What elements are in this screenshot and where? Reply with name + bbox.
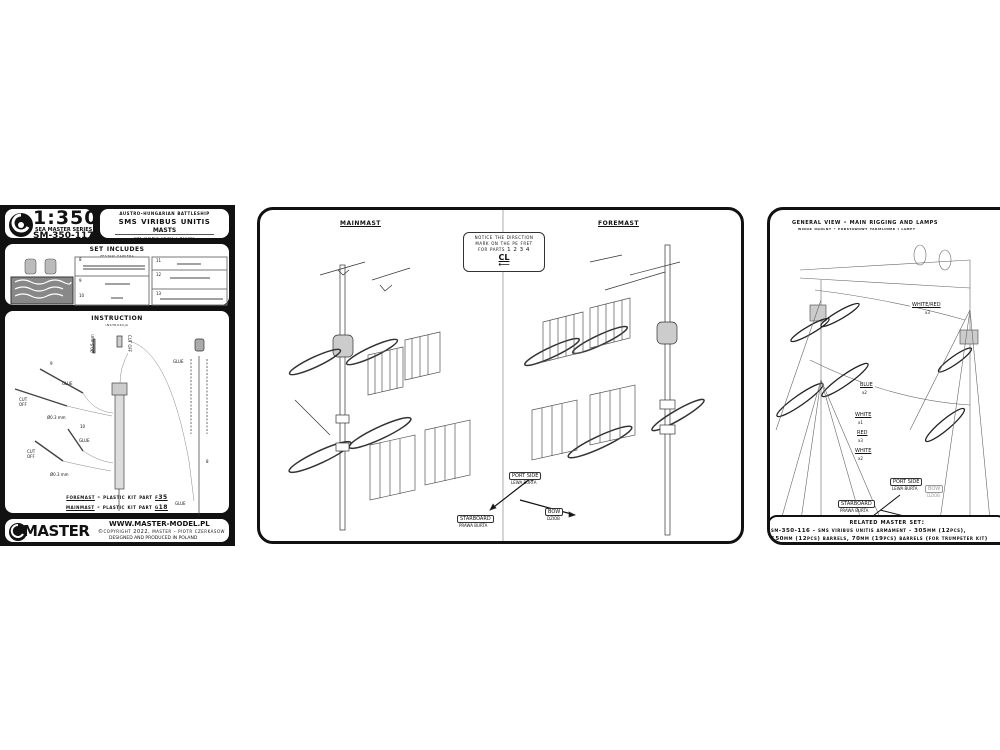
cut-off-label: CUT OFF — [19, 397, 28, 407]
part-10-callout: 10 — [80, 424, 86, 429]
mainmast-kit-part: Mainmast - plastic kit part G18 — [5, 504, 229, 511]
port-side-pl: LEWA BURTA — [892, 486, 918, 491]
diameter-label: Ø0.5 mm — [89, 334, 95, 353]
divider — [115, 234, 214, 235]
related-line: SM-350-116 - SMS Viribus Unitis armament… — [771, 528, 967, 534]
scale-text: 1:350 — [33, 207, 99, 229]
cut-off-label: CUT OFF — [27, 449, 36, 459]
bow-label: BOW — [545, 508, 564, 516]
glue-label: GLUE — [62, 381, 73, 386]
lamp-label-white: WHITE — [853, 448, 874, 454]
lamp-count: x3 — [858, 438, 863, 443]
starboard-label: STARBOARD — [838, 500, 875, 508]
glue-label: GLUE — [173, 359, 184, 364]
part-8: 8 — [79, 257, 82, 262]
notice-line: for parts 1 2 3 4 — [478, 247, 530, 253]
part-12: 12 — [156, 272, 162, 277]
mainmast-name: Mainmast — [66, 504, 95, 511]
part-11: 11 — [156, 258, 162, 263]
port-side-pl: LEWA BURTA — [511, 480, 537, 485]
cl-mark: CL — [498, 253, 510, 262]
part-13: 13 — [156, 291, 162, 296]
mainmast-part: G18 — [154, 504, 168, 511]
instruction-drawing — [14, 335, 208, 516]
foremast-heading: Foremast — [598, 218, 639, 228]
lamp-label-red: RED — [855, 430, 870, 436]
bow-pl: DZIÓB — [927, 493, 940, 498]
notice-line: mark on the PE fret — [475, 241, 533, 247]
kit-part-text: - plastic kit part — [94, 494, 156, 501]
lamp-label-white: WHITE — [853, 412, 874, 418]
arrow-left-icon: ⟵ — [498, 260, 510, 269]
related-title: Related MASTER set: — [849, 518, 925, 526]
ship-title: SMS Viribus Unitis — [118, 216, 211, 227]
lamp-label-white-red: WHITE/RED — [910, 302, 943, 308]
foremast-name: Foremast — [66, 494, 95, 501]
part-9-callout: 9 — [50, 361, 53, 366]
pe-fret-icon — [10, 276, 74, 305]
lamp-parts-icon — [24, 258, 57, 275]
foremast-part: F35 — [155, 494, 168, 501]
starboard-label: STARBOARD — [457, 515, 494, 523]
notice-box: Notice the direction mark on the PE fret… — [463, 232, 545, 272]
bow-label: BOW — [925, 485, 944, 493]
left-panel-cover: 1:350 SEA MASTER SERIES SM-350-117 Austr… — [0, 205, 235, 546]
master-swirl-logo-icon — [9, 523, 27, 541]
rigging-drawing — [775, 244, 991, 531]
subtitle: Austro-Hungarian battleship — [119, 211, 210, 217]
website: WWW.MASTER-MODEL.PL — [109, 520, 210, 528]
pe-fret-image — [10, 256, 228, 306]
lamp-label-blue: BLUE — [858, 382, 875, 388]
set-includes-box: Set includes Zestaw zawiera 8 9 10 11 12 — [3, 242, 231, 307]
instruction-heading: Instruction — [91, 313, 143, 322]
part-9: 9 — [79, 278, 82, 283]
foremast-drawing — [489, 244, 705, 536]
glue-label: GLUE — [175, 501, 186, 506]
related-set-box: Related MASTER set: SM-350-116 - SMS Vir… — [770, 515, 1000, 542]
part-8-callout: 8 — [206, 459, 209, 464]
port-side-label: PORT SIDE — [890, 478, 923, 486]
scale-box: 1:350 SEA MASTER SERIES SM-350-117 — [3, 207, 99, 241]
kit-part-text: - plastic kit part — [94, 504, 155, 511]
masts-drawing — [288, 210, 705, 541]
general-view-panel: General view - main rigging and lamps Wi… — [767, 207, 1000, 545]
product-code: SM-350-117 — [33, 231, 94, 241]
polish-subtitle: SMS Viribus Unitis - MASZTY — [134, 235, 195, 240]
related-line: 150mm (12pcs) barrels, 70mm (19pcs) barr… — [771, 536, 988, 542]
foremast-kit-part: Foremast - plastic kit part F35 — [5, 494, 229, 501]
brand-logo: MASTER — [23, 522, 90, 540]
port-side-label: PORT SIDE — [509, 472, 542, 480]
mainmast-heading: Mainmast — [340, 218, 381, 228]
cut-off-label: CUT OFF — [127, 334, 133, 353]
series-text: SEA MASTER SERIES — [35, 227, 93, 233]
mainmast-drawing — [288, 261, 471, 531]
general-view-title: General view - main rigging and lamps — [792, 218, 938, 226]
lamp-count: x1 — [858, 420, 863, 425]
lamp-count: x3 — [925, 310, 930, 315]
set-includes-pl: Zestaw zawiera — [99, 253, 135, 258]
subject: MASTS — [152, 227, 177, 234]
bow-pl: DZIÓB — [547, 516, 560, 521]
masts-assembly-panel: Mainmast Foremast Notice the direction m… — [257, 207, 744, 544]
copyright: ©Copyright 2022, MASTER - Piotr Czerkaso… — [98, 529, 225, 535]
starboard-pl: PRAWA BURTA — [459, 523, 488, 528]
footer-box: MASTER WWW.MASTER-MODEL.PL ©Copyright 20… — [3, 517, 231, 544]
title-box: Austro-Hungarian battleship SMS Viribus … — [98, 207, 231, 240]
designed-in: Designed and produced in Poland — [109, 536, 198, 541]
starboard-pl: PRAWA BURTA — [840, 508, 869, 513]
lamp-count: x2 — [862, 390, 867, 395]
glue-label: GLUE — [79, 438, 90, 443]
master-swirl-logo-icon — [9, 213, 33, 237]
set-includes-heading: Set includes — [89, 244, 145, 253]
instruction-pl: Instrukcja — [105, 322, 129, 327]
diameter-label: Ø0.3 mm — [50, 472, 69, 477]
notice-line: Notice the direction — [474, 235, 534, 241]
diameter-label: Ø0.3 mm — [47, 415, 66, 420]
lamp-count: x2 — [858, 456, 863, 461]
general-view-title-pl: Widok ogólny - podstawowy takielunek i l… — [798, 227, 916, 232]
instruction-box: Instruction Instrukcja GLUE CUT OFF Ø0.3… — [3, 309, 231, 516]
part-10: 10 — [79, 293, 85, 298]
